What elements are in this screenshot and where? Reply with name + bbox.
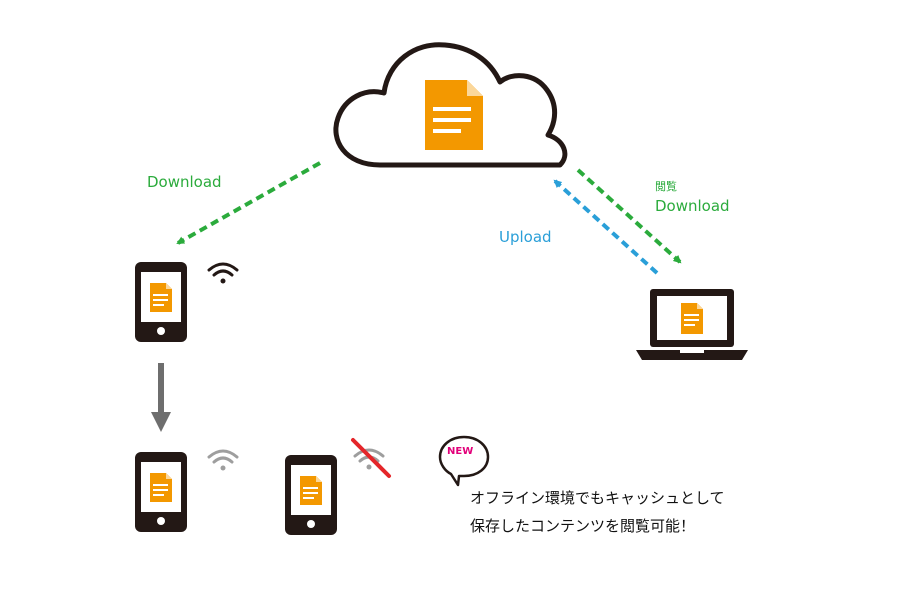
download-arrow-left <box>176 161 321 245</box>
wifi-off-icon <box>351 438 391 478</box>
cloud-document-icon <box>425 80 483 150</box>
browse-label: 閲覧 <box>655 180 677 193</box>
download-label-left: Download <box>147 173 222 191</box>
upload-label: Upload <box>499 228 552 246</box>
smartphone-weak-signal-icon <box>135 452 187 532</box>
offline-caption: オフライン環境でもキャッシュとして 保存したコンテンツを閲覧可能！ <box>470 484 725 540</box>
smartphone-offline-icon <box>285 455 337 535</box>
wifi-strong-icon <box>207 262 239 284</box>
download-arrow-right <box>576 168 682 264</box>
new-badge-bubble <box>438 435 490 487</box>
new-badge-text: NEW <box>447 446 474 457</box>
wifi-weak-icon <box>207 449 239 471</box>
caption-line-1: オフライン環境でもキャッシュとして <box>470 489 725 507</box>
caption-line-2: 保存したコンテンツを閲覧可能！ <box>470 517 696 535</box>
flow-arrow-down <box>151 363 171 432</box>
smartphone-online-icon <box>135 262 187 342</box>
laptop-icon <box>636 289 748 360</box>
download-label-right: Download <box>655 197 730 215</box>
upload-arrow <box>553 179 659 275</box>
